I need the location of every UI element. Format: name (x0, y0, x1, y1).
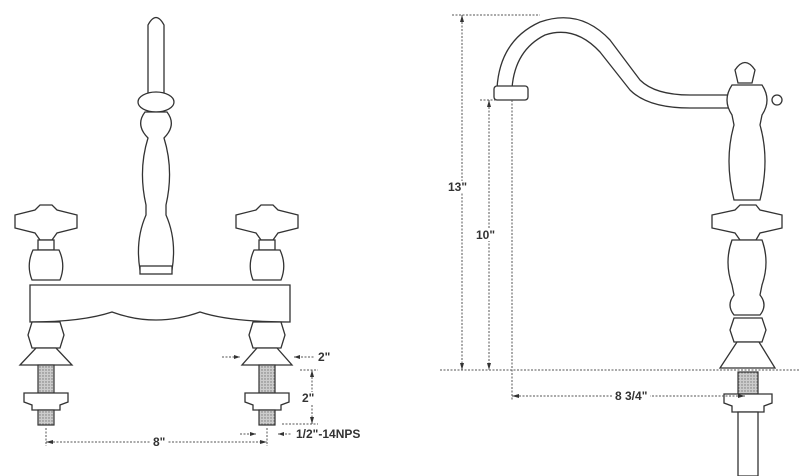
spout-collar (137, 91, 175, 113)
dim-spout-reach: 8 3/4" (612, 390, 651, 402)
dim-shank-length: 2" (302, 391, 315, 405)
column-ring (139, 265, 173, 275)
spout-tip (493, 85, 529, 101)
dim-center-spacing: 8" (150, 436, 169, 448)
finial (734, 61, 756, 84)
side-knob (771, 94, 783, 106)
side-shank (737, 371, 759, 395)
dim-spout-height: 10" (476, 228, 496, 242)
supply-pipe (737, 411, 759, 476)
side-mount-nut (723, 393, 773, 413)
right-handle (235, 204, 299, 426)
side-column-body (727, 239, 767, 316)
side-hex-nut (729, 317, 767, 343)
bridge-body (29, 284, 291, 323)
left-handle (14, 204, 78, 426)
spout-tube (147, 16, 165, 96)
dim-total-height: 13" (448, 180, 468, 194)
side-view-faucet (440, 14, 800, 476)
center-column (137, 111, 175, 271)
side-handle (711, 204, 783, 241)
side-base (718, 341, 777, 369)
front-view-faucet (14, 16, 318, 446)
dim-spout-base-width: 2" (318, 350, 331, 364)
side-dimensions (452, 14, 745, 400)
side-column-top (726, 84, 768, 201)
dim-thread: 1/2"-14NPS (296, 427, 361, 441)
spout-arm (496, 17, 733, 109)
